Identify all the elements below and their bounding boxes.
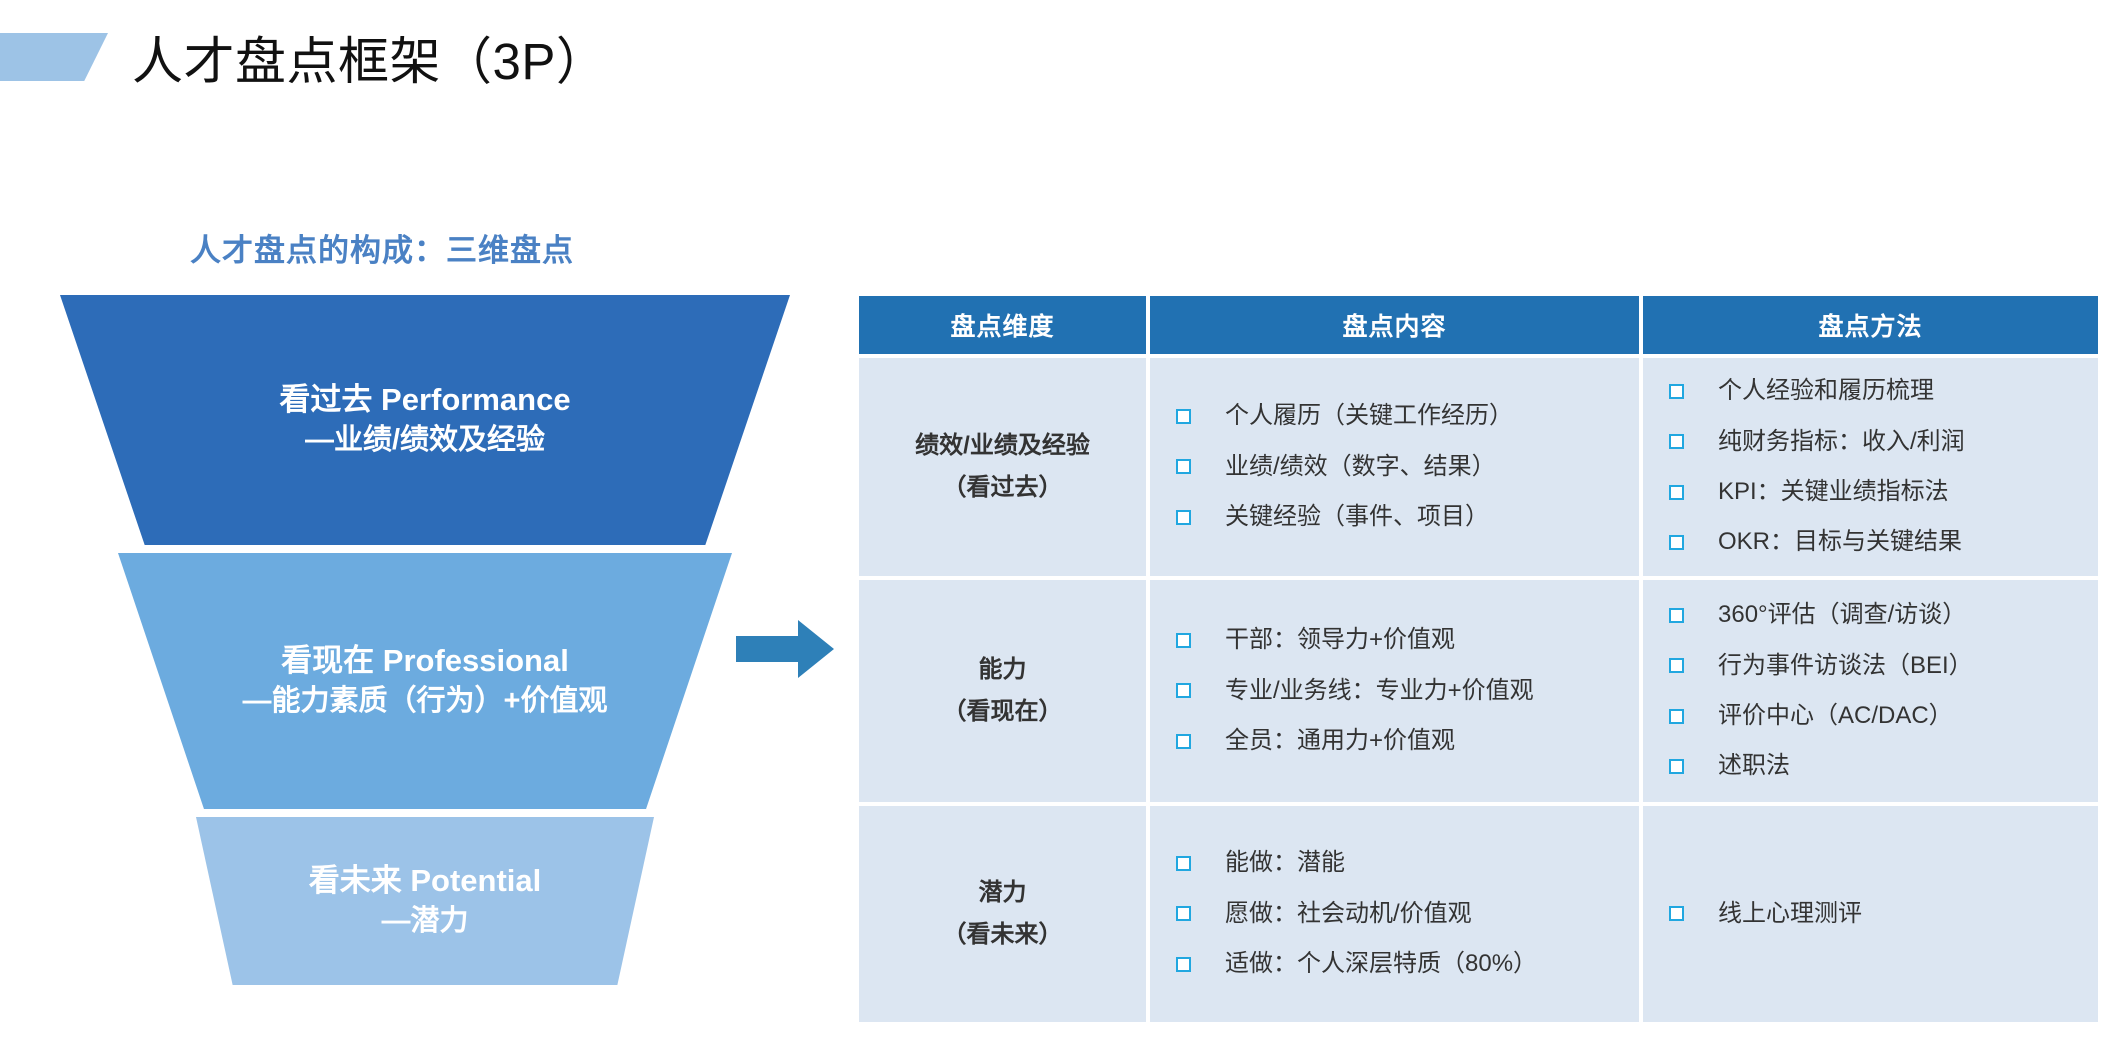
list-item-label: 适做：个人深层特质（80%）: [1225, 950, 1538, 978]
bullet-square-icon: [1669, 658, 1684, 674]
list-item-label: 360°评估（调查/访谈）: [1718, 601, 1967, 629]
dimension-main: 潜力: [978, 879, 1027, 906]
list-item-label: 评价中心（AC/DAC）: [1718, 702, 1953, 729]
title-marker-icon: [0, 33, 108, 81]
bullet-square-icon: [1669, 607, 1684, 623]
list-item: 业绩/绩效（数字、结果）: [1176, 442, 1625, 492]
method-list: 线上心理测评: [1643, 889, 2098, 939]
list-item-label: 个人经验和履历梳理: [1718, 377, 1934, 405]
content-cell: 个人履历（关键工作经历） 业绩/绩效（数字、结果） 关键经验（事件、项目）: [1150, 358, 1639, 576]
table-row: 绩效/业绩及经验 （看过去） 个人履历（关键工作经历） 业绩/绩效（数字、结果）…: [859, 358, 2098, 576]
bullet-square-icon: [1176, 633, 1191, 649]
column-header-dimension: 盘点维度: [859, 296, 1146, 354]
column-header-method: 盘点方法: [1643, 296, 2098, 354]
list-item: 关键经验（事件、项目）: [1176, 492, 1625, 542]
list-item: 愿做：社会动机/价值观: [1176, 889, 1625, 939]
bullet-square-icon: [1669, 906, 1684, 922]
dimension-cell: 潜力 （看未来）: [859, 806, 1146, 1022]
section-subtitle: 人才盘点的构成：三维盘点: [190, 233, 574, 268]
list-item-label: 能做：潜能: [1225, 849, 1345, 877]
three-dimension-funnel: 看过去 Performance —业绩/绩效及经验 看现在 Profession…: [0, 295, 820, 985]
bullet-square-icon: [1669, 759, 1684, 775]
list-item: KPI：关键业绩指标法: [1669, 467, 2084, 517]
list-item-label: 业绩/绩效（数字、结果）: [1225, 452, 1496, 480]
content-list: 个人履历（关键工作经历） 业绩/绩效（数字、结果） 关键经验（事件、项目）: [1150, 391, 1639, 542]
list-item: 适做：个人深层特质（80%）: [1176, 939, 1625, 989]
funnel-segment-subtitle: —业绩/绩效及经验: [304, 424, 546, 457]
list-item-label: 干部：领导力+价值观: [1225, 626, 1456, 654]
list-item: 纯财务指标：收入/利润: [1669, 417, 2084, 467]
bullet-square-icon: [1176, 509, 1191, 525]
list-item-label: KPI：关键业绩指标法: [1718, 478, 1949, 505]
list-item: 述职法: [1669, 741, 2084, 791]
content-cell: 干部：领导力+价值观 专业/业务线：专业力+价值观 全员：通用力+价值观: [1150, 580, 1639, 802]
list-item: 全员：通用力+价值观: [1176, 716, 1625, 766]
funnel-segment-professional: 看现在 Professional —能力素质（行为）+价值观: [118, 553, 732, 809]
list-item: 线上心理测评: [1669, 889, 2084, 939]
dimension-sub: （看现在）: [942, 698, 1063, 725]
bullet-square-icon: [1669, 383, 1684, 399]
method-list: 360°评估（调查/访谈） 行为事件访谈法（BEI） 评价中心（AC/DAC） …: [1643, 590, 2098, 792]
dimension-main: 绩效/业绩及经验: [915, 432, 1090, 459]
list-item: 专业/业务线：专业力+价值观: [1176, 666, 1625, 716]
list-item-label: 述职法: [1718, 752, 1790, 780]
list-item-label: 愿做：社会动机/价值观: [1225, 899, 1472, 927]
list-item: 个人履历（关键工作经历）: [1176, 391, 1625, 441]
method-cell: 线上心理测评: [1643, 806, 2098, 1022]
table-header-row: 盘点维度 盘点内容 盘点方法: [859, 296, 2098, 354]
bullet-square-icon: [1176, 733, 1191, 749]
table-row: 潜力 （看未来） 能做：潜能 愿做：社会动机/价值观 适做：个人深层特质（80%…: [859, 806, 2098, 1022]
bullet-square-icon: [1669, 708, 1684, 724]
list-item: 个人经验和履历梳理: [1669, 366, 2084, 416]
bullet-square-icon: [1176, 409, 1191, 425]
funnel-segment-potential: 看未来 Potential —潜力: [196, 817, 654, 985]
funnel-segment-subtitle: —能力素质（行为）+价值观: [242, 685, 608, 718]
bullet-square-icon: [1176, 856, 1191, 872]
list-item-label: 关键经验（事件、项目）: [1225, 503, 1489, 531]
funnel-segment-title: 看现在 Professional: [281, 643, 569, 679]
dimension-cell: 能力 （看现在）: [859, 580, 1146, 802]
bullet-square-icon: [1176, 906, 1191, 922]
list-item-label: 行为事件访谈法（BEI）: [1718, 651, 1973, 679]
list-item-label: 专业/业务线：专业力+价值观: [1225, 676, 1534, 704]
list-item: 行为事件访谈法（BEI）: [1669, 641, 2084, 691]
bullet-square-icon: [1176, 459, 1191, 475]
dimension-main: 能力: [978, 656, 1027, 683]
list-item-label: 全员：通用力+价值观: [1225, 727, 1456, 755]
method-cell: 个人经验和履历梳理 纯财务指标：收入/利润 KPI：关键业绩指标法 OKR：目标…: [1643, 358, 2098, 576]
list-item-label: 个人履历（关键工作经历）: [1225, 402, 1513, 430]
funnel-segment-title: 看未来 Potential: [308, 863, 542, 899]
content-cell: 能做：潜能 愿做：社会动机/价值观 适做：个人深层特质（80%）: [1150, 806, 1639, 1022]
method-list: 个人经验和履历梳理 纯财务指标：收入/利润 KPI：关键业绩指标法 OKR：目标…: [1643, 366, 2098, 568]
page-title: 人才盘点框架（3P）: [132, 33, 608, 90]
method-cell: 360°评估（调查/访谈） 行为事件访谈法（BEI） 评价中心（AC/DAC） …: [1643, 580, 2098, 802]
list-item: OKR：目标与关键结果: [1669, 517, 2084, 567]
bullet-square-icon: [1669, 535, 1684, 551]
list-item: 能做：潜能: [1176, 838, 1625, 888]
bullet-square-icon: [1669, 434, 1684, 450]
bullet-square-icon: [1176, 956, 1191, 972]
dimension-sub: （看未来）: [942, 921, 1063, 948]
list-item-label: 线上心理测评: [1718, 899, 1862, 927]
right-arrow-icon: [736, 620, 834, 678]
list-item: 评价中心（AC/DAC）: [1669, 691, 2084, 741]
bullet-square-icon: [1669, 484, 1684, 500]
list-item: 360°评估（调查/访谈）: [1669, 590, 2084, 640]
list-item-label: 纯财务指标：收入/利润: [1718, 427, 1965, 455]
dimension-cell: 绩效/业绩及经验 （看过去）: [859, 358, 1146, 576]
column-header-content: 盘点内容: [1150, 296, 1639, 354]
funnel-segment-performance: 看过去 Performance —业绩/绩效及经验: [60, 295, 790, 545]
funnel-segment-subtitle: —潜力: [381, 905, 469, 938]
content-list: 能做：潜能 愿做：社会动机/价值观 适做：个人深层特质（80%）: [1150, 838, 1639, 989]
page-header: 人才盘点框架（3P）: [0, 22, 607, 92]
list-item: 干部：领导力+价值观: [1176, 615, 1625, 665]
list-item-label: OKR：目标与关键结果: [1718, 528, 1963, 556]
bullet-square-icon: [1176, 683, 1191, 699]
table-row: 能力 （看现在） 干部：领导力+价值观 专业/业务线：专业力+价值观 全员：通用…: [859, 580, 2098, 802]
funnel-segment-title: 看过去 Performance: [279, 382, 571, 418]
talent-inventory-table: 盘点维度 盘点内容 盘点方法 绩效/业绩及经验 （看过去） 个人履历（关键工作经…: [855, 292, 2102, 1026]
content-list: 干部：领导力+价值观 专业/业务线：专业力+价值观 全员：通用力+价值观: [1150, 615, 1639, 766]
dimension-sub: （看过去）: [942, 474, 1063, 501]
